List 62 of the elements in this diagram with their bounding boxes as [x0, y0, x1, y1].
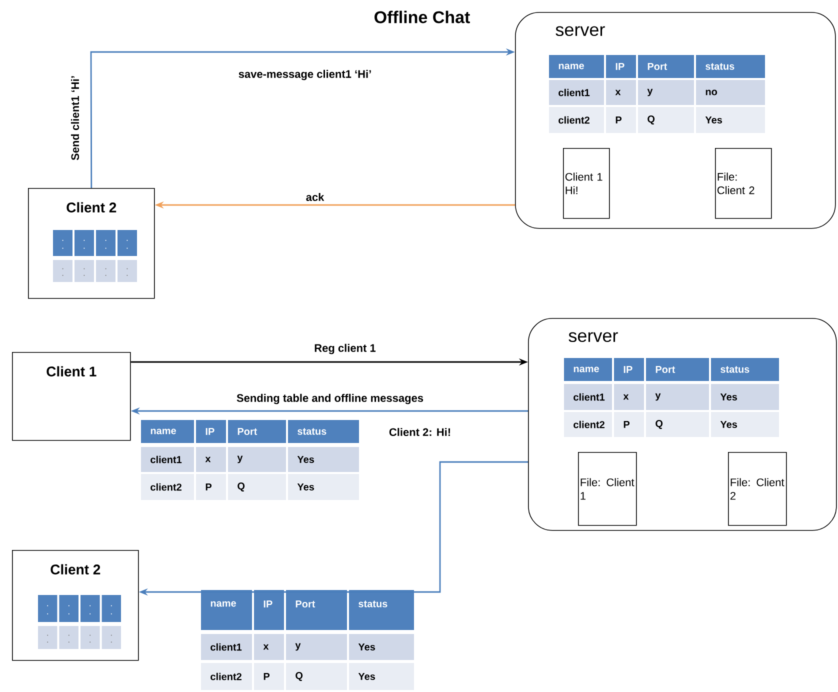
file-box: Client 1 Hi!: [563, 148, 610, 219]
table-cell: Yes: [711, 384, 779, 410]
table-cell: Yes: [288, 447, 359, 472]
note-text: save-message client1 ‘Hi’: [238, 70, 371, 80]
table-cell: status: [696, 55, 765, 78]
table-cell: client1: [564, 384, 612, 410]
table-cell: client2: [564, 412, 612, 437]
table-cell: name: [201, 590, 252, 630]
file-box: File: Client 1: [578, 452, 637, 526]
table-cell: Port: [228, 420, 286, 443]
table-cell: IP: [196, 420, 226, 443]
table-cell: name: [141, 420, 194, 443]
title: Offline Chat: [374, 10, 470, 24]
table-cell: client1: [549, 80, 604, 105]
table-cell: client1: [201, 634, 252, 660]
table-cell: status: [349, 590, 414, 630]
table-cell: P: [606, 107, 636, 133]
table-cell: Port: [646, 358, 709, 381]
table-cell: client2: [549, 107, 604, 133]
edge-label: Send client1 ‘Hi’: [70, 74, 80, 162]
table-cell: client1: [141, 447, 194, 472]
table-cell: P: [254, 663, 284, 690]
edge-label: ack: [304, 192, 326, 202]
table-cell: y: [286, 634, 347, 660]
table-cell: y: [646, 384, 709, 410]
table-cell: status: [711, 358, 779, 381]
client-box: Client 2: [12, 550, 139, 661]
table-cell: client2: [141, 474, 194, 500]
table-cell: x: [196, 447, 226, 472]
table-cell: no: [696, 80, 765, 105]
table-cell: Yes: [711, 412, 779, 437]
table-cell: y: [638, 80, 694, 105]
table-cell: name: [549, 55, 604, 78]
table-cell: y: [228, 447, 286, 472]
table-cell: IP: [614, 358, 644, 381]
edge-label: Reg client 1: [313, 342, 377, 356]
table-cell: client2: [201, 663, 252, 690]
table-cell: IP: [606, 55, 636, 78]
table-cell: Port: [286, 590, 347, 630]
table-cell: Yes: [349, 634, 414, 660]
table-cell: P: [614, 412, 644, 437]
table-cell: Q: [646, 412, 709, 437]
table-cell: name: [564, 358, 612, 381]
note-text: Client 2: Hi!: [389, 428, 450, 436]
table-cell: Q: [638, 107, 694, 133]
table-cell: Yes: [696, 107, 765, 133]
table-cell: Q: [228, 474, 286, 500]
table-cell: Q: [286, 663, 347, 690]
table-cell: status: [288, 420, 359, 443]
table-cell: IP: [254, 590, 284, 630]
table-cell: x: [606, 80, 636, 105]
table-cell: P: [196, 474, 226, 500]
table-cell: Yes: [349, 663, 414, 690]
table-cell: Yes: [288, 474, 359, 500]
table-cell: Port: [638, 55, 694, 78]
file-box: File: Client 2: [728, 452, 787, 526]
table-cell: x: [614, 384, 644, 410]
file-box: File: Client 2: [715, 148, 772, 219]
client-box: Client 2: [28, 188, 155, 299]
edge-label: Sending table and offline messages: [235, 392, 425, 406]
client-box: Client 1: [12, 352, 131, 441]
table-cell: x: [254, 634, 284, 660]
